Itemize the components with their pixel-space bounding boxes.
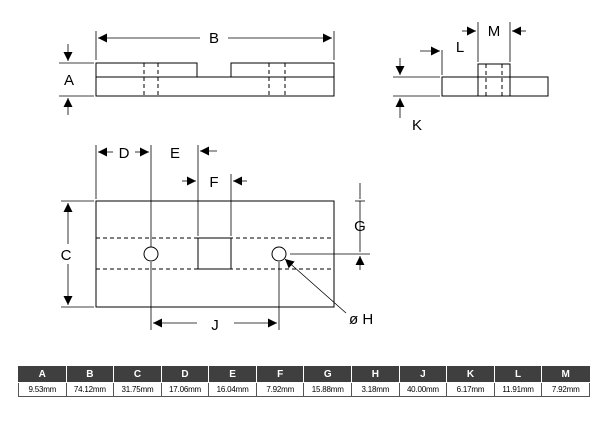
dimension-h: ø H [284, 258, 373, 328]
table-header-cell: C [113, 366, 162, 383]
label-k: K [412, 117, 422, 134]
dimension-k: K [393, 58, 440, 134]
table-header-cell: E [208, 366, 257, 383]
dimension-d: D [95, 145, 152, 247]
dimension-a: A [59, 44, 94, 115]
end-view-base [441, 76, 549, 97]
dimension-e: E [170, 145, 217, 236]
label-l: L [456, 39, 464, 56]
table-cell: 6.17mm [446, 382, 495, 397]
end-view-key [477, 63, 511, 97]
label-m: M [488, 23, 501, 40]
label-h: ø H [349, 311, 373, 328]
table-cell: 9.53mm [18, 382, 67, 397]
dimensions-table: A B C D E F G H J K L M 9.53mm 74.12mm 3… [18, 366, 590, 397]
label-d: D [119, 145, 130, 162]
table-header-cell: D [160, 366, 210, 383]
dimension-l: L [420, 39, 479, 75]
hole-left [143, 246, 159, 262]
table-cell: 7.92mm [541, 382, 590, 397]
label-c: C [61, 247, 72, 264]
dimension-c: C [61, 200, 94, 308]
label-g: G [354, 218, 366, 235]
drawing: B A L M K [59, 22, 549, 334]
table-header-cell: A [18, 366, 67, 383]
table-header-row: A B C D E F G H J K L M [18, 366, 590, 383]
table-cell: 74.12mm [65, 382, 115, 397]
table-cell: 16.04mm [208, 382, 257, 397]
label-f: F [209, 174, 218, 191]
table-header-cell: G [303, 366, 353, 383]
table-cell: 31.75mm [113, 382, 162, 397]
table-header-cell: J [398, 366, 448, 383]
dimension-g: G [290, 183, 370, 270]
end-view [441, 63, 549, 97]
table-cell: 3.18mm [351, 382, 400, 397]
table-row: 9.53mm 74.12mm 31.75mm 17.06mm 16.04mm 7… [18, 382, 590, 397]
label-b: B [209, 30, 219, 47]
table-cell: 11.91mm [493, 382, 543, 397]
table-header-cell: H [351, 366, 400, 383]
table-header-cell: M [541, 366, 590, 383]
label-a: A [64, 72, 74, 89]
table-header-cell: B [65, 366, 115, 383]
center-key-square [197, 237, 232, 270]
dimension-j: J [150, 262, 280, 334]
table-cell: 40.00mm [398, 382, 448, 397]
side-view [95, 62, 335, 97]
table-header-cell: F [255, 366, 305, 383]
label-j: J [211, 317, 219, 334]
table-header-cell: K [446, 366, 495, 383]
side-view-outline [95, 62, 335, 97]
dimension-m: M [462, 22, 526, 62]
table-cell: 15.88mm [303, 382, 353, 397]
dimension-f: F [182, 174, 247, 236]
label-e: E [170, 145, 180, 162]
table-cell: 17.06mm [160, 382, 210, 397]
table-cell: 7.92mm [255, 382, 305, 397]
table-header-cell: L [493, 366, 543, 383]
dimension-b: B [95, 30, 335, 60]
hole-right [271, 246, 287, 262]
top-view [95, 200, 335, 308]
